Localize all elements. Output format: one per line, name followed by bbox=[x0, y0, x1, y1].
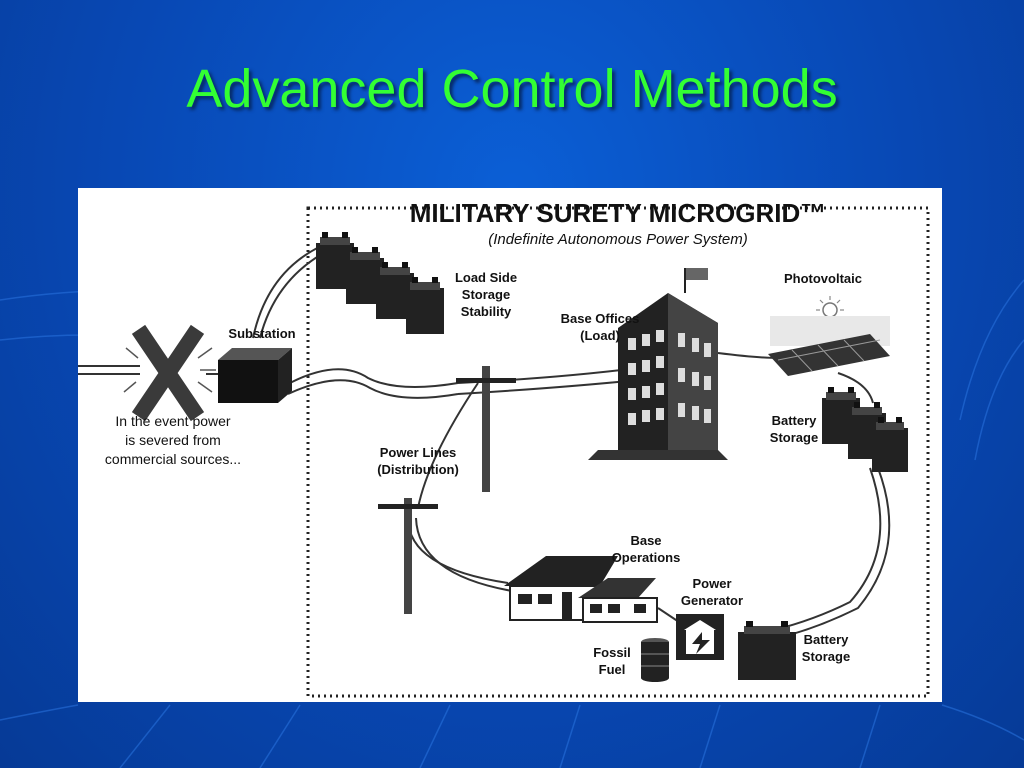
microgrid-diagram: MILITARY SURETY MICROGRID™ (Indefinite A… bbox=[78, 188, 942, 702]
caption-line-2: is severed from bbox=[125, 432, 221, 448]
substation-icon bbox=[218, 348, 292, 403]
power-lines-label-1: Power Lines bbox=[380, 445, 457, 460]
fuel-barrel-icon bbox=[641, 638, 669, 682]
power-generator-label-1: Power bbox=[692, 576, 731, 591]
battery-storage-bottom-icon bbox=[738, 621, 796, 680]
battery-storage-right-icon bbox=[822, 387, 908, 472]
microgrid-boundary bbox=[306, 206, 930, 698]
battery-storage-right-label-1: Battery bbox=[772, 413, 818, 428]
power-generator-icon bbox=[676, 614, 724, 660]
fossil-fuel-label-1: Fossil bbox=[593, 645, 631, 660]
substation-label: Substation bbox=[228, 326, 295, 341]
load-side-battery-icon bbox=[316, 232, 444, 334]
solar-panel-icon bbox=[768, 316, 890, 376]
caption-line-1: In the event power bbox=[115, 413, 231, 429]
slide-title: Advanced Control Methods bbox=[186, 59, 838, 119]
office-building-icon bbox=[588, 268, 728, 460]
base-offices-label-2: (Load) bbox=[580, 328, 620, 343]
load-side-label-1: Load Side bbox=[455, 270, 517, 285]
load-side-label-3: Stability bbox=[461, 304, 512, 319]
base-operations-label-1: Base bbox=[630, 533, 661, 548]
base-operations-building-icon bbox=[504, 556, 658, 623]
base-offices-label-1: Base Offices bbox=[561, 311, 640, 326]
power-pole-icon-upper bbox=[456, 366, 516, 492]
battery-storage-bottom-label-1: Battery bbox=[804, 632, 850, 647]
caption-line-3: commercial sources... bbox=[105, 451, 241, 467]
diagram-subheading: (Indefinite Autonomous Power System) bbox=[488, 231, 748, 248]
power-generator-label-2: Generator bbox=[681, 593, 743, 608]
battery-storage-right-label-2: Storage bbox=[770, 430, 818, 445]
diagram-heading: MILITARY SURETY MICROGRID™ bbox=[410, 198, 827, 228]
base-operations-label-2: Operations bbox=[612, 550, 681, 565]
load-side-label-2: Storage bbox=[462, 287, 510, 302]
break-x-icon bbox=[123, 324, 216, 422]
power-pole-icon-lower bbox=[378, 498, 438, 614]
power-lines-label-2: (Distribution) bbox=[377, 462, 459, 477]
fossil-fuel-label-2: Fuel bbox=[599, 662, 626, 677]
battery-storage-bottom-label-2: Storage bbox=[802, 649, 850, 664]
photovoltaic-label: Photovoltaic bbox=[784, 271, 862, 286]
microgrid-diagram-svg: MILITARY SURETY MICROGRID™ (Indefinite A… bbox=[78, 198, 930, 698]
